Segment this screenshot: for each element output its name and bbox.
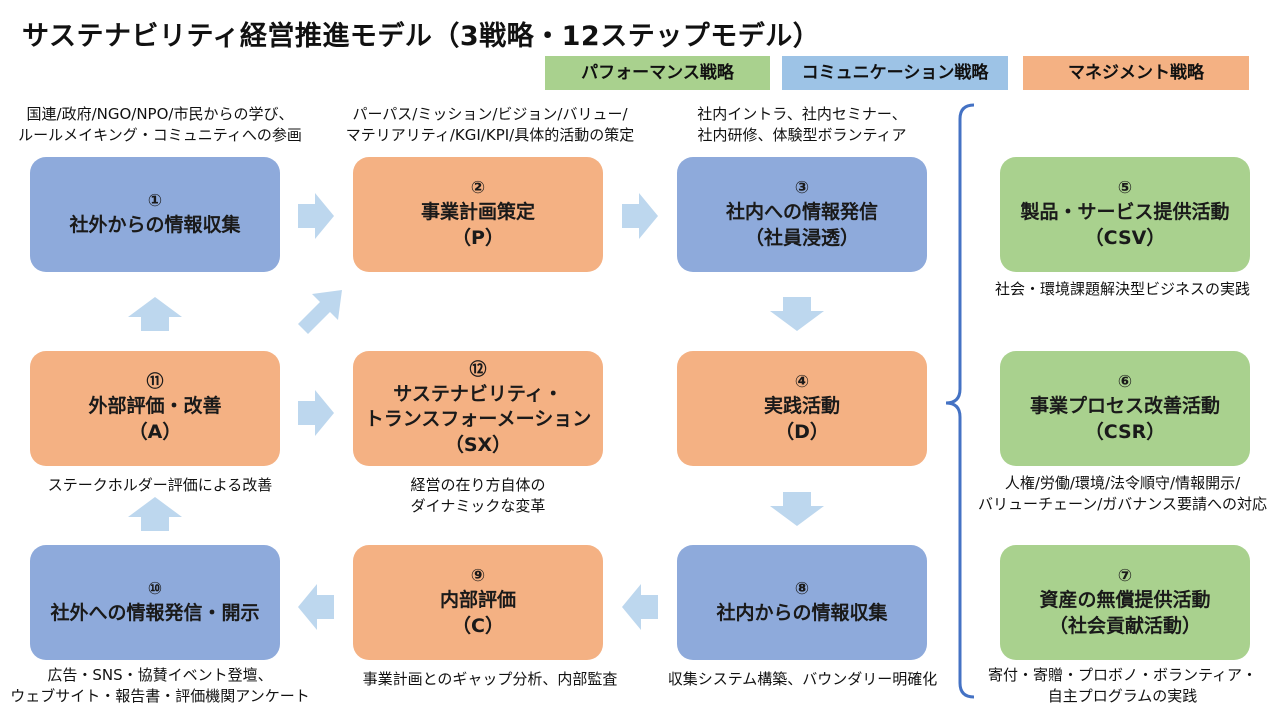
step9-number: ⑨ [470,566,486,587]
step9-label: 内部評価 [439,589,516,612]
step11-caption: ステークホルダー評価による改善 [47,476,273,494]
step6-caption: 人権/労働/環境/法令順守/情報開示/バリューチェーン/ガバナンス要請への対応 [977,474,1267,513]
step2-number: ② [470,178,486,199]
step12-number: ⑫ [469,359,487,380]
step5-number: ⑤ [1117,178,1133,199]
step2-caption: パーパス/ミッション/ビジョン/バリュー/マテリアリティ/KGI/KPI/具体的… [345,105,635,144]
arrow-up-10-11 [128,497,182,531]
step2-box: ② 事業計画策定 （P） [353,157,603,272]
step12-box: ⑫ サステナビリティ・ トランスフォーメーション （SX） [353,351,603,466]
step12-label-3: （SX） [444,433,512,456]
step8-box: ⑧ 社内からの情報収集 [677,545,927,660]
step2-label: 事業計画策定 [420,201,535,224]
step6-label: 事業プロセス改善活動 [1029,395,1220,418]
step1-number: ① [147,191,163,212]
step6-box: ⑥ 事業プロセス改善活動 （CSR） [1000,351,1250,466]
step9-caption: 事業計画とのギャップ分析、内部監査 [362,670,618,688]
step4-number: ④ [794,372,810,393]
step3-number: ③ [794,178,810,199]
step12-label-2: トランスフォーメーション [364,408,592,431]
step10-box: ⑩ 社外への情報発信・開示 [30,545,280,660]
step4-box: ④ 実践活動 （D） [677,351,927,466]
step7-caption: 寄付・寄贈・プロボノ・ボランティア・自主プログラムの実践 [987,666,1258,705]
step2-label-sub: （P） [452,226,504,249]
step9-box: ⑨ 内部評価 （C） [353,545,603,660]
legend-performance: パフォーマンス戦略 [545,56,770,90]
legend-communication: コミュニケーション戦略 [782,56,1008,90]
step6-number: ⑥ [1117,372,1133,393]
step10-label: 社外への情報発信・開示 [50,602,260,625]
arrow-diagonal-12-2 [298,290,342,334]
step7-label-sub: （社会貢献活動） [1048,614,1201,637]
arrow-down-4-8 [770,492,824,526]
step7-label: 資産の無償提供活動 [1039,589,1211,612]
step10-number: ⑩ [147,579,163,600]
arrow-up-11-1 [128,297,182,331]
arrow-left-9-10 [298,584,334,630]
step9-label-sub: （C） [452,614,504,637]
step1-label: 社外からの情報収集 [69,214,241,237]
step3-caption: 社内イントラ、社内セミナー、社内研修、体験型ボランティア [697,105,907,144]
arrow-right-2-3 [622,193,658,239]
step5-label: 製品・サービス提供活動 [1020,201,1230,224]
step8-label: 社内からの情報収集 [716,602,888,625]
step5-label-sub: （CSV） [1084,226,1166,249]
step5-box: ⑤ 製品・サービス提供活動 （CSV） [1000,157,1250,272]
step6-label-sub: （CSR） [1084,420,1166,443]
step3-label-sub: （社員浸透） [744,226,859,249]
step1-box: ① 社外からの情報収集 [30,157,280,272]
step12-label-1: サステナビリティ・ [393,382,563,405]
step5-caption: 社会・環境課題解決型ビジネスの実践 [994,280,1250,298]
bracket-connector [945,103,975,699]
step3-box: ③ 社内への情報発信 （社員浸透） [677,157,927,272]
step11-label-sub: （A） [128,420,182,443]
step7-number: ⑦ [1117,566,1133,587]
step4-label-sub: （D） [775,420,829,443]
arrow-right-11-12 [298,390,334,436]
arrow-down-3-4 [770,297,824,331]
step8-caption: 収集システム構築、バウンダリー明確化 [667,670,938,688]
step8-number: ⑧ [794,579,810,600]
step7-box: ⑦ 資産の無償提供活動 （社会貢献活動） [1000,545,1250,660]
arrow-left-8-9 [622,584,658,630]
step10-caption: 広告・SNS・協賛イベント登壇、ウェブサイト・報告書・評価機関アンケート [10,666,310,705]
step11-box: ⑪ 外部評価・改善 （A） [30,351,280,466]
step12-caption: 経営の在り方自体のダイナミックな変革 [410,476,546,515]
step11-number: ⑪ [146,372,164,393]
step1-caption: 国連/政府/NGO/NPO/市民からの学び、ルールメイキング・コミュニティへの参… [18,105,302,144]
step3-label: 社内への情報発信 [725,201,878,224]
page-title: サステナビリティ経営推進モデル（3戦略・12ステップモデル） [22,21,821,52]
step11-label: 外部評価・改善 [88,395,222,418]
step4-label: 実践活動 [763,395,840,418]
legend-management: マネジメント戦略 [1023,56,1249,90]
arrow-right-1-2 [298,193,334,239]
